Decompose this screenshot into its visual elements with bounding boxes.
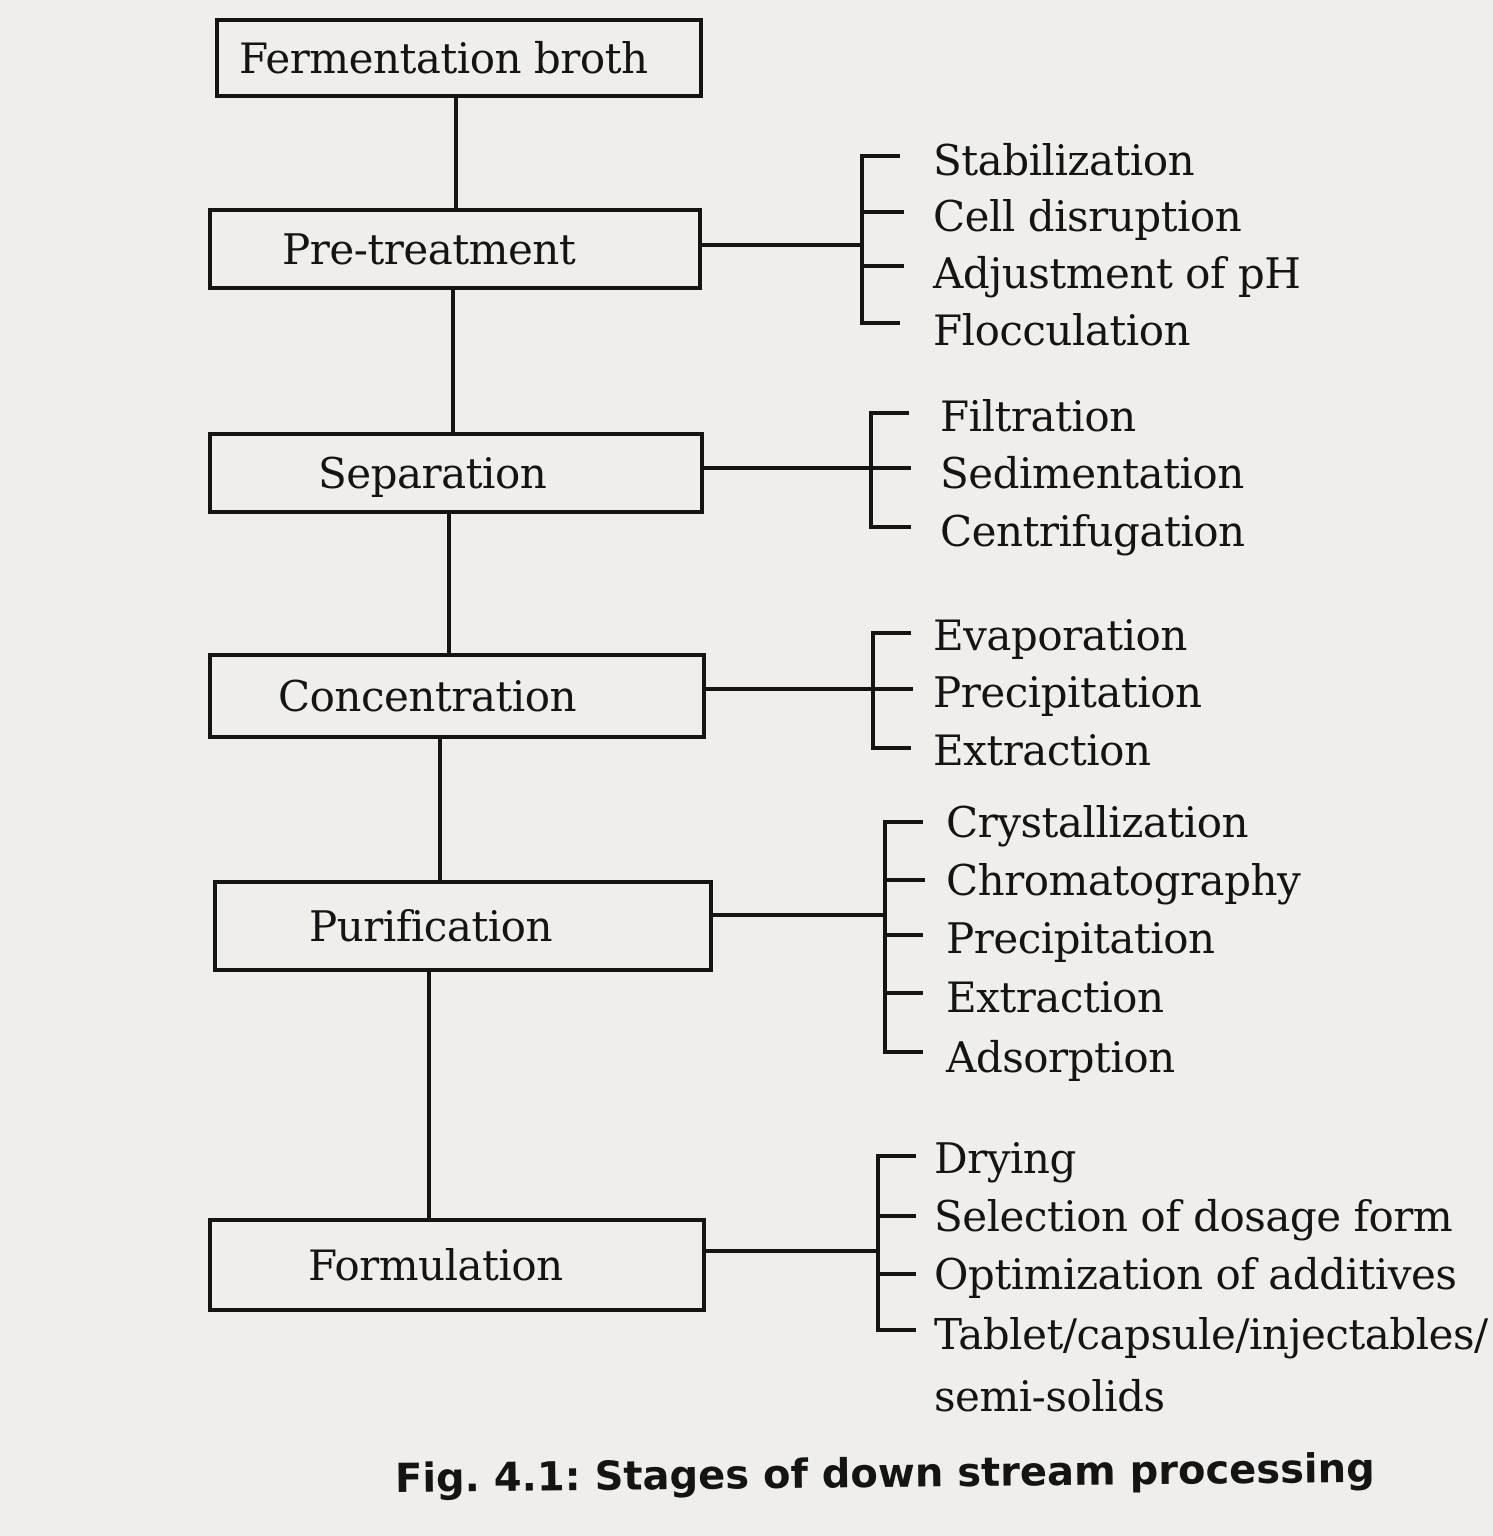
method-item: Evaporation xyxy=(933,611,1187,660)
method-item: Centrifugation xyxy=(940,507,1245,556)
method-item: Tablet/capsule/injectables/ xyxy=(934,1310,1488,1359)
bracket-tick xyxy=(876,1328,916,1332)
method-item: semi-solids xyxy=(934,1372,1165,1421)
bracket-tick xyxy=(869,466,911,470)
connector-line xyxy=(427,970,431,1220)
stage-label: Formulation xyxy=(308,1240,563,1290)
bracket-tick xyxy=(860,264,904,268)
stage-label: Separation xyxy=(318,448,547,498)
method-item: Extraction xyxy=(933,726,1151,775)
method-item: Adjustment of pH xyxy=(933,249,1301,298)
stage-box-separation: Separation xyxy=(208,432,704,514)
method-item: Selection of dosage form xyxy=(934,1192,1453,1241)
bracket-line xyxy=(869,411,873,529)
branch-line xyxy=(700,243,862,247)
bracket-tick xyxy=(876,1214,916,1218)
branch-line xyxy=(711,913,886,917)
stage-label: Pre-treatment xyxy=(282,224,576,274)
stage-box-pre-treatment: Pre-treatment xyxy=(208,208,702,290)
bracket-tick xyxy=(860,321,900,325)
method-item: Precipitation xyxy=(933,668,1202,717)
branch-line xyxy=(704,687,874,691)
bracket-tick xyxy=(883,991,923,995)
branch-line xyxy=(704,1249,879,1253)
stage-label: Concentration xyxy=(278,671,577,721)
method-item: Adsorption xyxy=(946,1033,1175,1082)
bracket-line xyxy=(860,154,864,325)
stage-label: Purification xyxy=(309,901,553,951)
bracket-tick xyxy=(883,1050,923,1054)
method-item: Stabilization xyxy=(933,136,1195,185)
bracket-tick xyxy=(860,210,904,214)
figure-caption: Fig. 4.1: Stages of down stream processi… xyxy=(394,1445,1375,1502)
stage-box-purification: Purification xyxy=(213,880,713,972)
connector-line xyxy=(451,288,455,434)
method-item: Sedimentation xyxy=(940,449,1244,498)
stage-box-fermentation-broth: Fermentation broth xyxy=(215,18,703,98)
bracket-tick xyxy=(876,1154,916,1158)
method-item: Cell disruption xyxy=(933,192,1242,241)
connector-line xyxy=(438,737,442,882)
method-item: Filtration xyxy=(940,392,1136,441)
bracket-tick xyxy=(871,631,911,635)
stage-label: Fermentation broth xyxy=(239,33,648,83)
bracket-tick xyxy=(860,154,900,158)
bracket-tick xyxy=(883,820,923,824)
bracket-tick xyxy=(883,878,925,882)
bracket-line xyxy=(883,820,887,1054)
bracket-tick xyxy=(871,746,911,750)
method-item: Flocculation xyxy=(933,306,1191,355)
bracket-tick xyxy=(871,687,913,691)
connector-line xyxy=(454,96,458,210)
bracket-tick xyxy=(883,933,923,937)
method-item: Drying xyxy=(934,1134,1076,1183)
bracket-tick xyxy=(869,525,911,529)
stage-box-concentration: Concentration xyxy=(208,653,706,739)
bracket-tick xyxy=(869,411,909,415)
bracket-tick xyxy=(876,1272,916,1276)
method-item: Extraction xyxy=(946,973,1164,1022)
connector-line xyxy=(447,512,451,655)
stage-box-formulation: Formulation xyxy=(208,1218,706,1312)
method-item: Optimization of additives xyxy=(934,1250,1457,1299)
bracket-line xyxy=(876,1154,880,1332)
method-item: Crystallization xyxy=(946,798,1249,847)
method-item: Precipitation xyxy=(946,914,1215,963)
method-item: Chromatography xyxy=(946,856,1301,905)
branch-line xyxy=(702,466,872,470)
